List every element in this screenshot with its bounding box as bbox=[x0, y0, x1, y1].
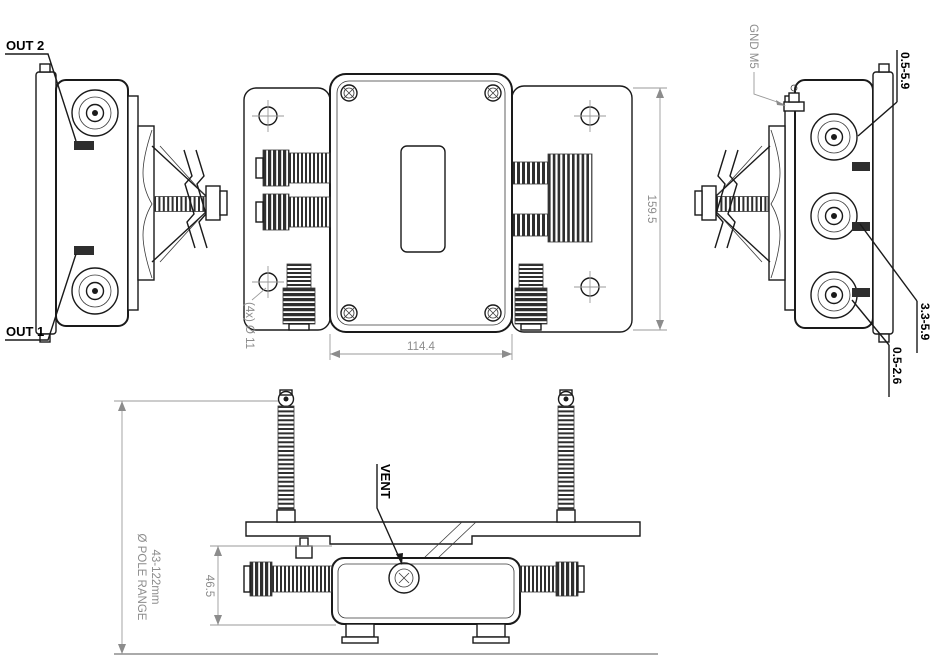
break-line bbox=[195, 149, 208, 249]
left-back-plate bbox=[35, 63, 57, 343]
input-connector-upper bbox=[255, 149, 331, 187]
vent-valve bbox=[388, 562, 420, 594]
out2-callout: OUT 2 bbox=[5, 38, 77, 142]
vent-label: VENT bbox=[378, 464, 393, 499]
left-clamp-assembly bbox=[127, 95, 228, 311]
left-side-view: OUT 2 OUT 1 bbox=[5, 38, 228, 343]
out2-leader bbox=[5, 53, 77, 142]
right-clamp-assembly bbox=[694, 95, 796, 311]
out1-port-plate bbox=[74, 246, 94, 255]
corner-screw bbox=[340, 84, 358, 102]
pole-range-value: 43-122mm bbox=[149, 550, 161, 605]
device-foot bbox=[476, 623, 506, 638]
input-connector-lower bbox=[255, 193, 331, 231]
mounted-connector-left bbox=[243, 561, 333, 597]
height-dim-label: 159.5 bbox=[645, 195, 657, 224]
n-connector-band-top bbox=[810, 113, 858, 161]
break-line bbox=[726, 149, 739, 249]
break-line bbox=[183, 149, 196, 249]
vent-callout: VENT bbox=[376, 464, 403, 565]
out2-label: OUT 2 bbox=[6, 38, 44, 53]
holes-note-label: (4x) Ø 11 bbox=[243, 302, 255, 349]
width-dim-label: 114.4 bbox=[407, 341, 436, 353]
bottom-connector-right bbox=[514, 263, 548, 331]
out1-label: OUT 1 bbox=[6, 324, 44, 339]
right-side-view: GND M5 0.5-5.9 3.3-5.9 0.5-2.6 bbox=[694, 24, 932, 397]
gnd-callout: GND M5 bbox=[747, 24, 786, 106]
band-low-callout: 0.5-2.6 bbox=[851, 299, 904, 397]
threaded-rod-right bbox=[557, 389, 575, 523]
height-dimension: 159.5 bbox=[633, 87, 667, 331]
n-connector-out2 bbox=[71, 89, 119, 137]
mounting-bracket bbox=[245, 509, 641, 559]
hole-note-callout: (4x) Ø 11 bbox=[243, 287, 267, 349]
pole-range-label: Ø POLE RANGE bbox=[135, 534, 147, 621]
offset-dimension: 46.5 bbox=[203, 545, 336, 626]
product-label-area bbox=[400, 145, 446, 253]
n-connector-out1 bbox=[71, 267, 119, 315]
offset-dim-label: 46.5 bbox=[203, 575, 215, 597]
foot-pad bbox=[472, 636, 510, 644]
main-housing bbox=[329, 73, 513, 333]
band-mid-label: 3.3-5.9 bbox=[918, 303, 932, 341]
pole-mount-view: VENT 46.5 Ø POLE RANGE 43-122mm bbox=[114, 389, 658, 655]
mounted-device-body bbox=[295, 537, 521, 644]
bottom-connector-left bbox=[282, 263, 316, 331]
band-top-label: 0.5-5.9 bbox=[898, 52, 912, 90]
corner-screw bbox=[484, 304, 502, 322]
break-line bbox=[714, 149, 727, 249]
out1-callout: OUT 1 bbox=[5, 253, 77, 341]
n-connector-band-low bbox=[810, 271, 858, 319]
out1-leader bbox=[5, 253, 77, 341]
band-top-callout: 0.5-5.9 bbox=[857, 50, 912, 137]
foot-pad bbox=[341, 636, 379, 644]
mounted-connector-right bbox=[519, 561, 585, 597]
band-low-plate bbox=[852, 288, 870, 297]
front-view: (4x) Ø 11 159.5 114.4 bbox=[243, 73, 667, 360]
gnd-label: GND M5 bbox=[747, 24, 759, 69]
width-dimension: 114.4 bbox=[329, 334, 513, 360]
threaded-rod-left bbox=[277, 389, 295, 523]
n-connector-band-mid bbox=[810, 192, 858, 240]
right-back-plate bbox=[872, 63, 894, 343]
corner-screw bbox=[340, 304, 358, 322]
band-low-label: 0.5-2.6 bbox=[890, 347, 904, 385]
corner-screw bbox=[484, 84, 502, 102]
ground-stud bbox=[783, 84, 805, 112]
band-top-plate bbox=[852, 162, 870, 171]
band-mid-callout: 3.3-5.9 bbox=[859, 223, 932, 353]
out2-port-plate bbox=[74, 141, 94, 150]
top-stub-connector bbox=[295, 537, 313, 559]
device-foot bbox=[345, 623, 375, 638]
right-corrugated-cable bbox=[511, 153, 593, 243]
pole-range-dimension: Ø POLE RANGE 43-122mm bbox=[114, 400, 658, 655]
